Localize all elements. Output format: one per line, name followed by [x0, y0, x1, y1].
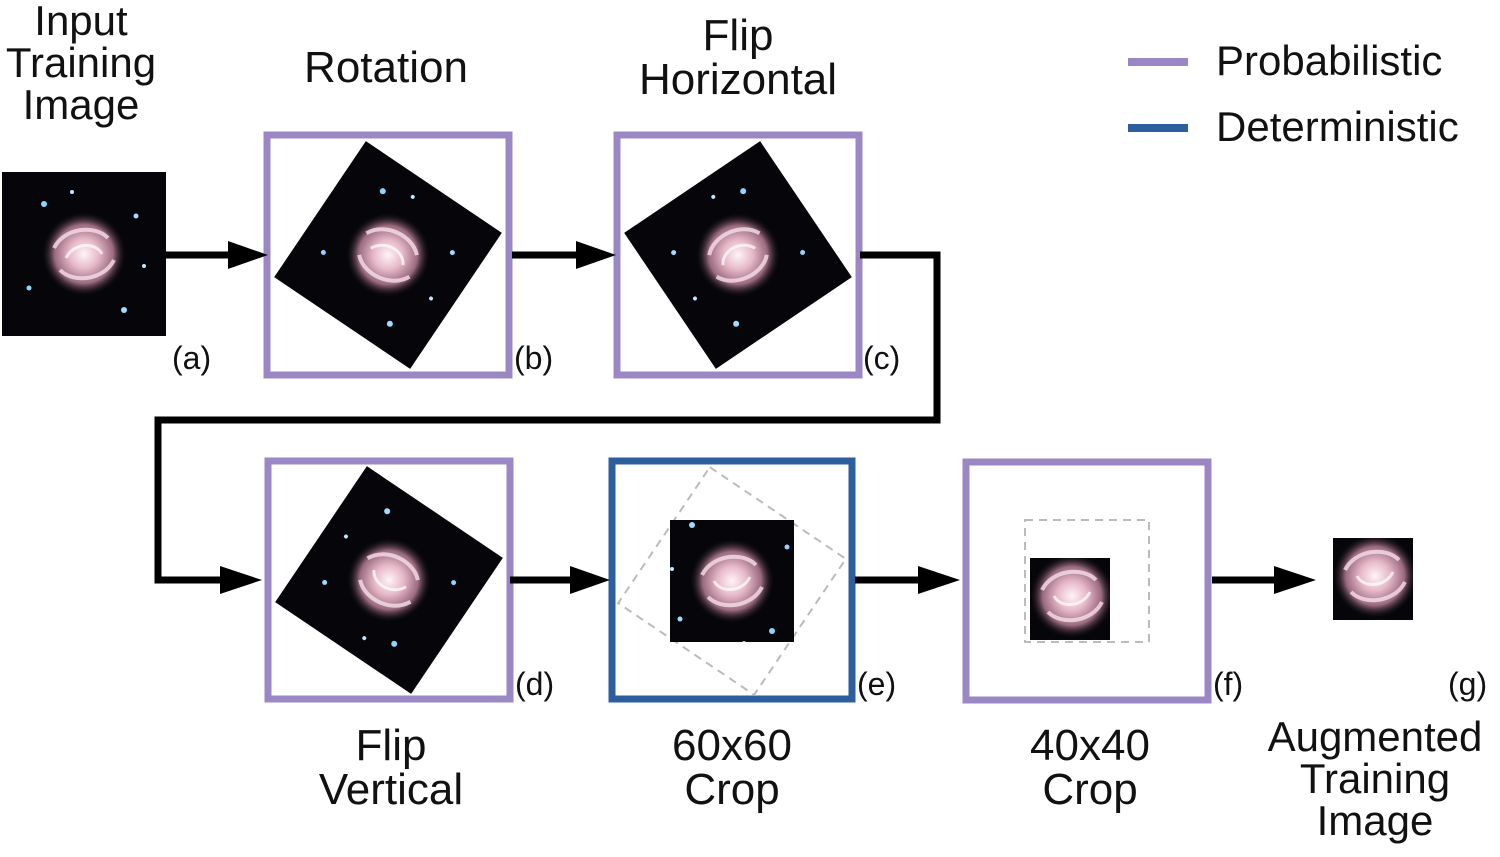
- title-f: 40x40 Crop: [966, 724, 1214, 812]
- tag-f: (f): [1213, 666, 1244, 702]
- title-c: Flip Horizontal: [618, 14, 858, 102]
- crop-40-box: [962, 458, 1212, 704]
- tag-a: (a): [172, 340, 212, 376]
- crop-60-box: [608, 457, 856, 703]
- title-b: Rotation: [268, 46, 504, 90]
- title-d-line-2: Vertical: [318, 765, 464, 814]
- title-c-line-1: Flip: [702, 11, 774, 60]
- title-a-line-2: Training: [5, 39, 157, 86]
- crop-60-image: [670, 520, 794, 642]
- arrow-f-g-head: [1274, 566, 1316, 594]
- rotated-image: [274, 141, 502, 369]
- tag-b: (b): [514, 340, 554, 376]
- crop-40-dashed-outline: [1024, 519, 1150, 643]
- legend-probabilistic-label: Probabilistic: [1216, 37, 1443, 84]
- flip-horizontal-box: [613, 131, 863, 379]
- title-a-line-1: Input: [34, 0, 128, 44]
- title-g: Augmented Training Image: [1250, 716, 1500, 842]
- title-a: Input Training Image: [0, 0, 162, 126]
- tag-e: (e): [857, 666, 897, 702]
- title-d-line-1: Flip: [355, 721, 427, 770]
- tag-g: (g): [1448, 666, 1488, 702]
- arrow-c-d-head: [220, 566, 262, 594]
- flipped-horizontal-image: [624, 141, 852, 369]
- input-image: [2, 172, 166, 336]
- augmented-image: [1333, 538, 1413, 620]
- arrow-d-e-head: [570, 566, 610, 594]
- arrow-a-b-head: [228, 241, 268, 269]
- title-e-line-2: Crop: [684, 765, 780, 814]
- title-e-line-1: 60x60: [672, 721, 792, 770]
- crop-40-image: [1030, 558, 1110, 640]
- title-f-line-1: 40x40: [1030, 721, 1150, 770]
- title-b-line-1: Rotation: [304, 43, 468, 92]
- title-g-line-1: Augmented: [1267, 713, 1483, 760]
- arrows: [154, 241, 1316, 594]
- arrow-c-d-connector: [154, 251, 941, 584]
- title-f-line-2: Crop: [1042, 765, 1138, 814]
- tag-d: (d): [515, 666, 555, 702]
- title-a-line-3: Image: [22, 81, 140, 128]
- flipped-vertical-image: [275, 466, 503, 694]
- title-e: 60x60 Crop: [612, 724, 852, 812]
- legend-deterministic-label: Deterministic: [1216, 103, 1459, 150]
- title-g-line-2: Training: [1299, 755, 1451, 802]
- tag-c: (c): [863, 340, 901, 376]
- arrow-e-f-head: [918, 566, 960, 594]
- title-d: Flip Vertical: [268, 724, 514, 812]
- title-c-line-2: Horizontal: [638, 55, 838, 104]
- title-g-line-3: Image: [1316, 797, 1434, 844]
- arrow-b-c-head: [576, 241, 616, 269]
